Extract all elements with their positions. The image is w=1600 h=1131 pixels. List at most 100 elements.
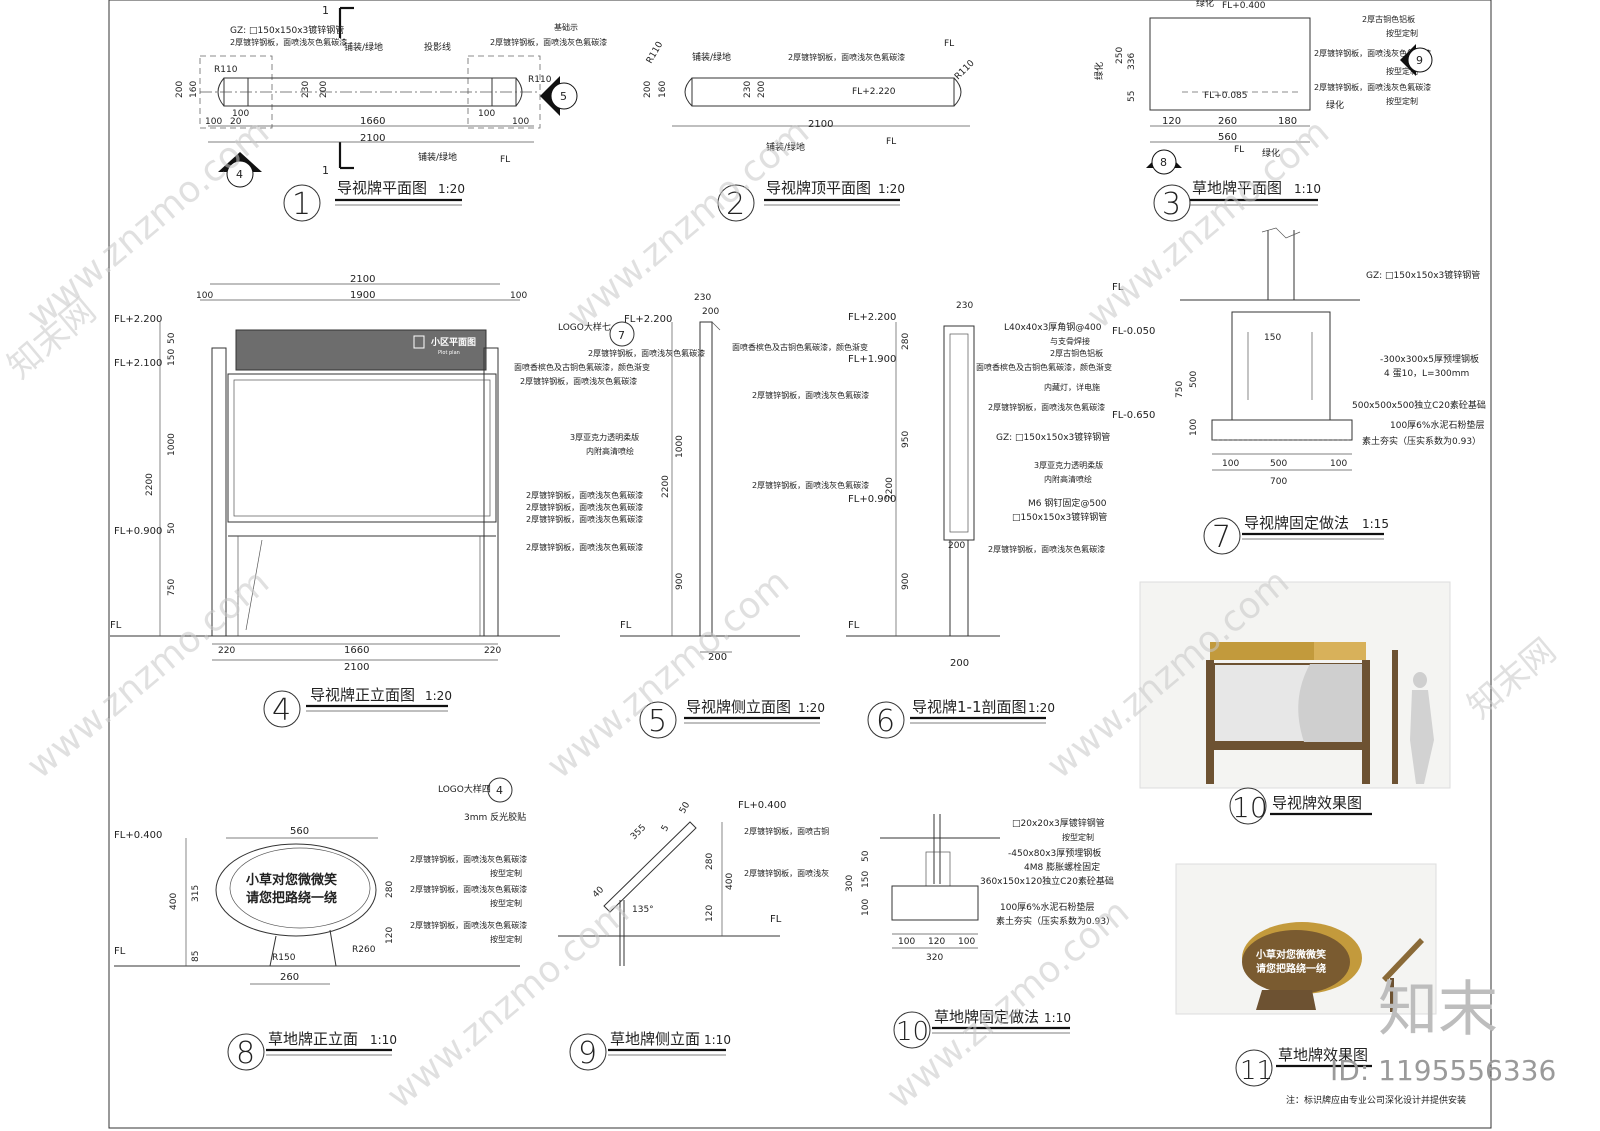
label-copper-spray: 2厚镀锌钢板，面喷古铜 — [744, 826, 829, 836]
label-steel-lawn: 2厚镀锌钢板，面喷浅灰色氟碳漆 — [1314, 48, 1431, 58]
angle-135: 135° — [632, 905, 654, 915]
dim-100-found-b: 100 — [1330, 459, 1347, 469]
dim-2100-top: 2100 — [808, 119, 833, 130]
label-lawn-soil: 素土夯实（压实系数为0.93） — [996, 915, 1115, 927]
dim-100d: 100 — [478, 109, 495, 119]
label-steel-panel-top: 2厚镀锌钢板，面喷浅灰色氟碳漆 — [788, 52, 905, 62]
dim-100c: 100 — [232, 109, 249, 119]
level-2200-side: FL+2.200 — [624, 314, 672, 325]
label-steel-lawn-2: 2厚镀锌钢板，面喷浅灰色氟碳漆 — [410, 884, 527, 894]
label-lawn-bolt: 4M8 膨胀螺栓固定 — [1024, 861, 1100, 873]
dim-100-lf-v: 100 — [861, 899, 871, 916]
drawing-1-scale: 1:20 — [438, 182, 465, 196]
index-mark-9: 9 — [1416, 54, 1423, 67]
level-1900-sec: FL+1.900 — [848, 354, 896, 365]
dim-220-front-b: 220 — [484, 646, 501, 656]
label-fl-lawn: FL — [1234, 145, 1244, 155]
dim-100-front-b: 100 — [510, 291, 527, 301]
level-0900: FL+0.900 — [114, 526, 162, 537]
drawing-10-render-title: 导视牌效果图 — [1272, 794, 1362, 812]
dim-120: 120 — [1162, 116, 1181, 127]
label-anchor: 4 蛋10，L=300mm — [1384, 368, 1469, 379]
radius-r110b: R110 — [528, 75, 552, 85]
dim-200-sec: 200 — [950, 658, 969, 669]
dim-180: 180 — [1278, 116, 1297, 127]
label-acrylic-sec: 3厚亚克力透明柔版 — [1034, 460, 1103, 470]
dim-230: 230 — [301, 81, 311, 98]
dim-1000-front: 1000 — [167, 433, 177, 456]
dim-150-lf: 150 — [861, 871, 871, 888]
dim-20: 20 — [230, 117, 242, 127]
label-cushion: 100厚6%水泥石粉垫层 — [1390, 419, 1484, 431]
index-mark-5: 5 — [560, 90, 567, 103]
label-steel-lawn-b: 2厚镀锌钢板，面喷浅灰色氟碳漆 — [1314, 82, 1431, 92]
dim-55: 55 — [1127, 91, 1137, 102]
label-lawn-custom: 按型定制 — [1062, 832, 1094, 842]
lawn-render-text-1: 小草对您微微笑 — [1255, 948, 1326, 961]
drawing-3-title: 草地牌平面图 — [1192, 179, 1282, 197]
label-custom-lawn: 按型定制 — [490, 868, 522, 878]
drawing-3-scale: 1:10 — [1294, 182, 1321, 196]
drawing-4-front-elevation: 2100 1900 100 100 小区平面图 Plot plan 1660 2… — [110, 274, 705, 728]
dim-230-top: 230 — [743, 81, 753, 98]
label-fl-top-b: FL — [886, 137, 896, 147]
dim-200-sec-b: 200 — [948, 541, 965, 551]
label-paving-top-b: 铺装/绿地 — [766, 141, 805, 153]
dim-400-lawn: 400 — [169, 893, 179, 910]
drawing-5-number: 5 — [648, 704, 667, 739]
drawing-2-number: 2 — [726, 187, 745, 222]
label-lawn-cushion: 100厚6%水泥石粉垫层 — [1000, 901, 1094, 913]
dim-2200-side: 2200 — [661, 475, 671, 498]
label-gz-found: GZ: □150x150x3镀锌钢管 — [1366, 269, 1480, 281]
index-mark-8: 8 — [1160, 156, 1167, 169]
radius-r110-top: R110 — [645, 40, 666, 66]
level-fl-side: FL — [620, 620, 632, 631]
level-fl-front: FL — [110, 620, 122, 631]
label-logo-detail: LOGO大样七 — [558, 321, 611, 333]
level-0900-sec: FL+0.900 — [848, 494, 896, 505]
level-fl-side-lawn: FL — [770, 914, 782, 925]
label-paving-top: 铺装/绿地 — [692, 51, 731, 63]
dim-100-front: 100 — [196, 291, 213, 301]
label-paving-b: 铺装/绿地 — [418, 151, 457, 163]
label-steel-front-6: 2厚镀锌钢板，面喷浅灰色氟碳漆 — [526, 542, 643, 552]
dim-355-side: 355 — [629, 823, 648, 842]
dim-200-side-b: 200 — [702, 307, 719, 317]
drawing-6-scale: 1:20 — [1028, 701, 1055, 715]
label-steel-front-5: 2厚镀锌钢板，面喷浅灰色氟碳漆 — [526, 514, 643, 524]
label-acrylic-sub-sec: 内附高清喷绘 — [1044, 474, 1092, 484]
dim-2100-front-b: 2100 — [344, 662, 369, 673]
lawn-text-line-1: 小草对您微微笑 — [246, 872, 337, 888]
dim-120-lf: 120 — [928, 937, 945, 947]
dim-900-side: 900 — [675, 573, 685, 590]
drawing-8-title: 草地牌正立面 — [268, 1030, 358, 1048]
section-mark-bottom: 1 — [322, 164, 329, 177]
drawing-1-title: 导视牌平面图 — [337, 179, 427, 197]
label-m6: M6 钢钉固定@500 — [1028, 497, 1107, 509]
label-soil: 素土夯实（压实系数为0.93） — [1362, 435, 1481, 447]
label-fl2220: FL+2.220 — [852, 87, 896, 97]
dim-200-top-b: 200 — [757, 81, 767, 98]
drawing-11-number: 11 — [1240, 1056, 1273, 1086]
label-fl0085: FL+0.085 — [1204, 91, 1248, 101]
drawing-3-lawn-plan: 120 260 180 560 336 55 250 绿化 FL+0.400 F… — [1093, 0, 1433, 222]
drawing-3-number: 3 — [1162, 187, 1181, 222]
index-mark-7: 7 — [618, 329, 625, 342]
dim-560-lawn: 560 — [290, 826, 309, 837]
label-logo-4: LOGO大样四 — [438, 783, 491, 795]
dim-50-front: 50 — [167, 332, 177, 344]
footer-note: 注：标识牌应由专业公司深化设计并提供安装 — [1286, 1094, 1466, 1106]
dim-200-top: 200 — [643, 81, 653, 98]
drawing-7-scale: 1:15 — [1362, 517, 1389, 531]
radius-r110: R110 — [214, 65, 238, 75]
drawing-6-section: 230 200 200 280 950 2200 900 FL+2.200 FL… — [846, 301, 1112, 739]
dim-2100-front: 2100 — [350, 274, 375, 285]
label-greening-side: 绿化 — [1093, 62, 1105, 80]
sheet-border — [108, 0, 1492, 1129]
label-custom: 按型定制 — [1386, 28, 1418, 38]
lawn-render-text-2: 请您把路绕一绕 — [1256, 962, 1326, 975]
dim-900-sec: 900 — [901, 573, 911, 590]
dim-260-lawn: 260 — [280, 972, 299, 983]
dim-1900-front: 1900 — [350, 290, 375, 301]
